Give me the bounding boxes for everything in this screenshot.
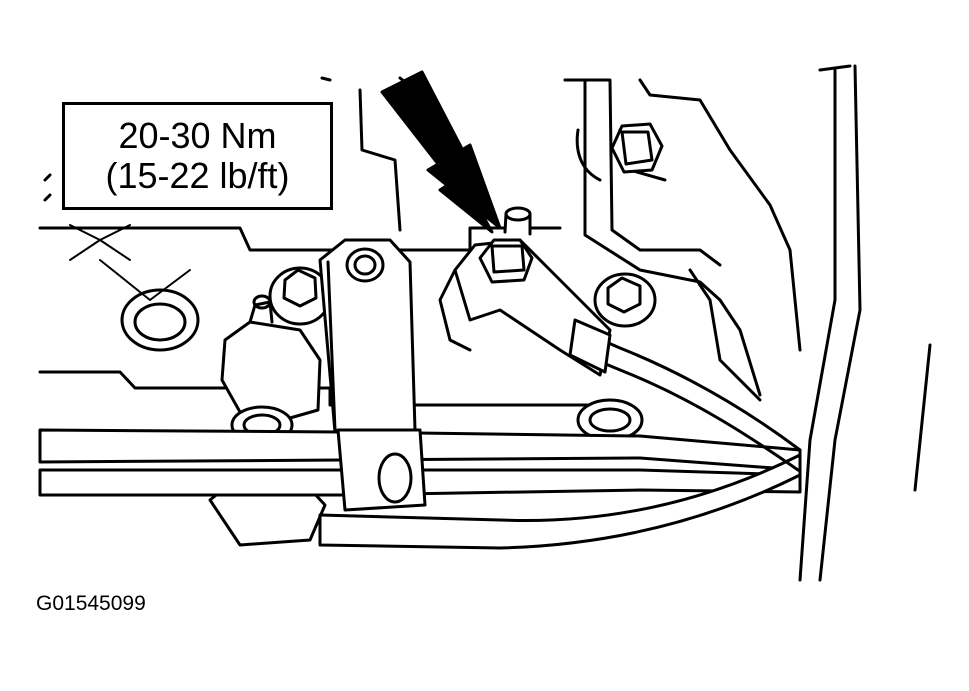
arrow-pointer-icon xyxy=(380,70,502,234)
support-bracket xyxy=(318,238,427,512)
casting-boss xyxy=(120,288,200,352)
figure-id-label: G01545099 xyxy=(36,592,146,615)
torque-metric-label: 20-30 Nm xyxy=(118,115,277,156)
engine-block-outline xyxy=(38,64,932,582)
torque-spec-callout: 20-30 Nm (15-22 lb/ft) xyxy=(62,102,333,210)
casting-marks xyxy=(69,224,191,301)
upper-bolt xyxy=(575,122,664,182)
torque-imperial-label: (15-22 lb/ft) xyxy=(105,155,290,196)
right-bolt xyxy=(593,272,657,328)
terminal-stud xyxy=(478,206,534,284)
